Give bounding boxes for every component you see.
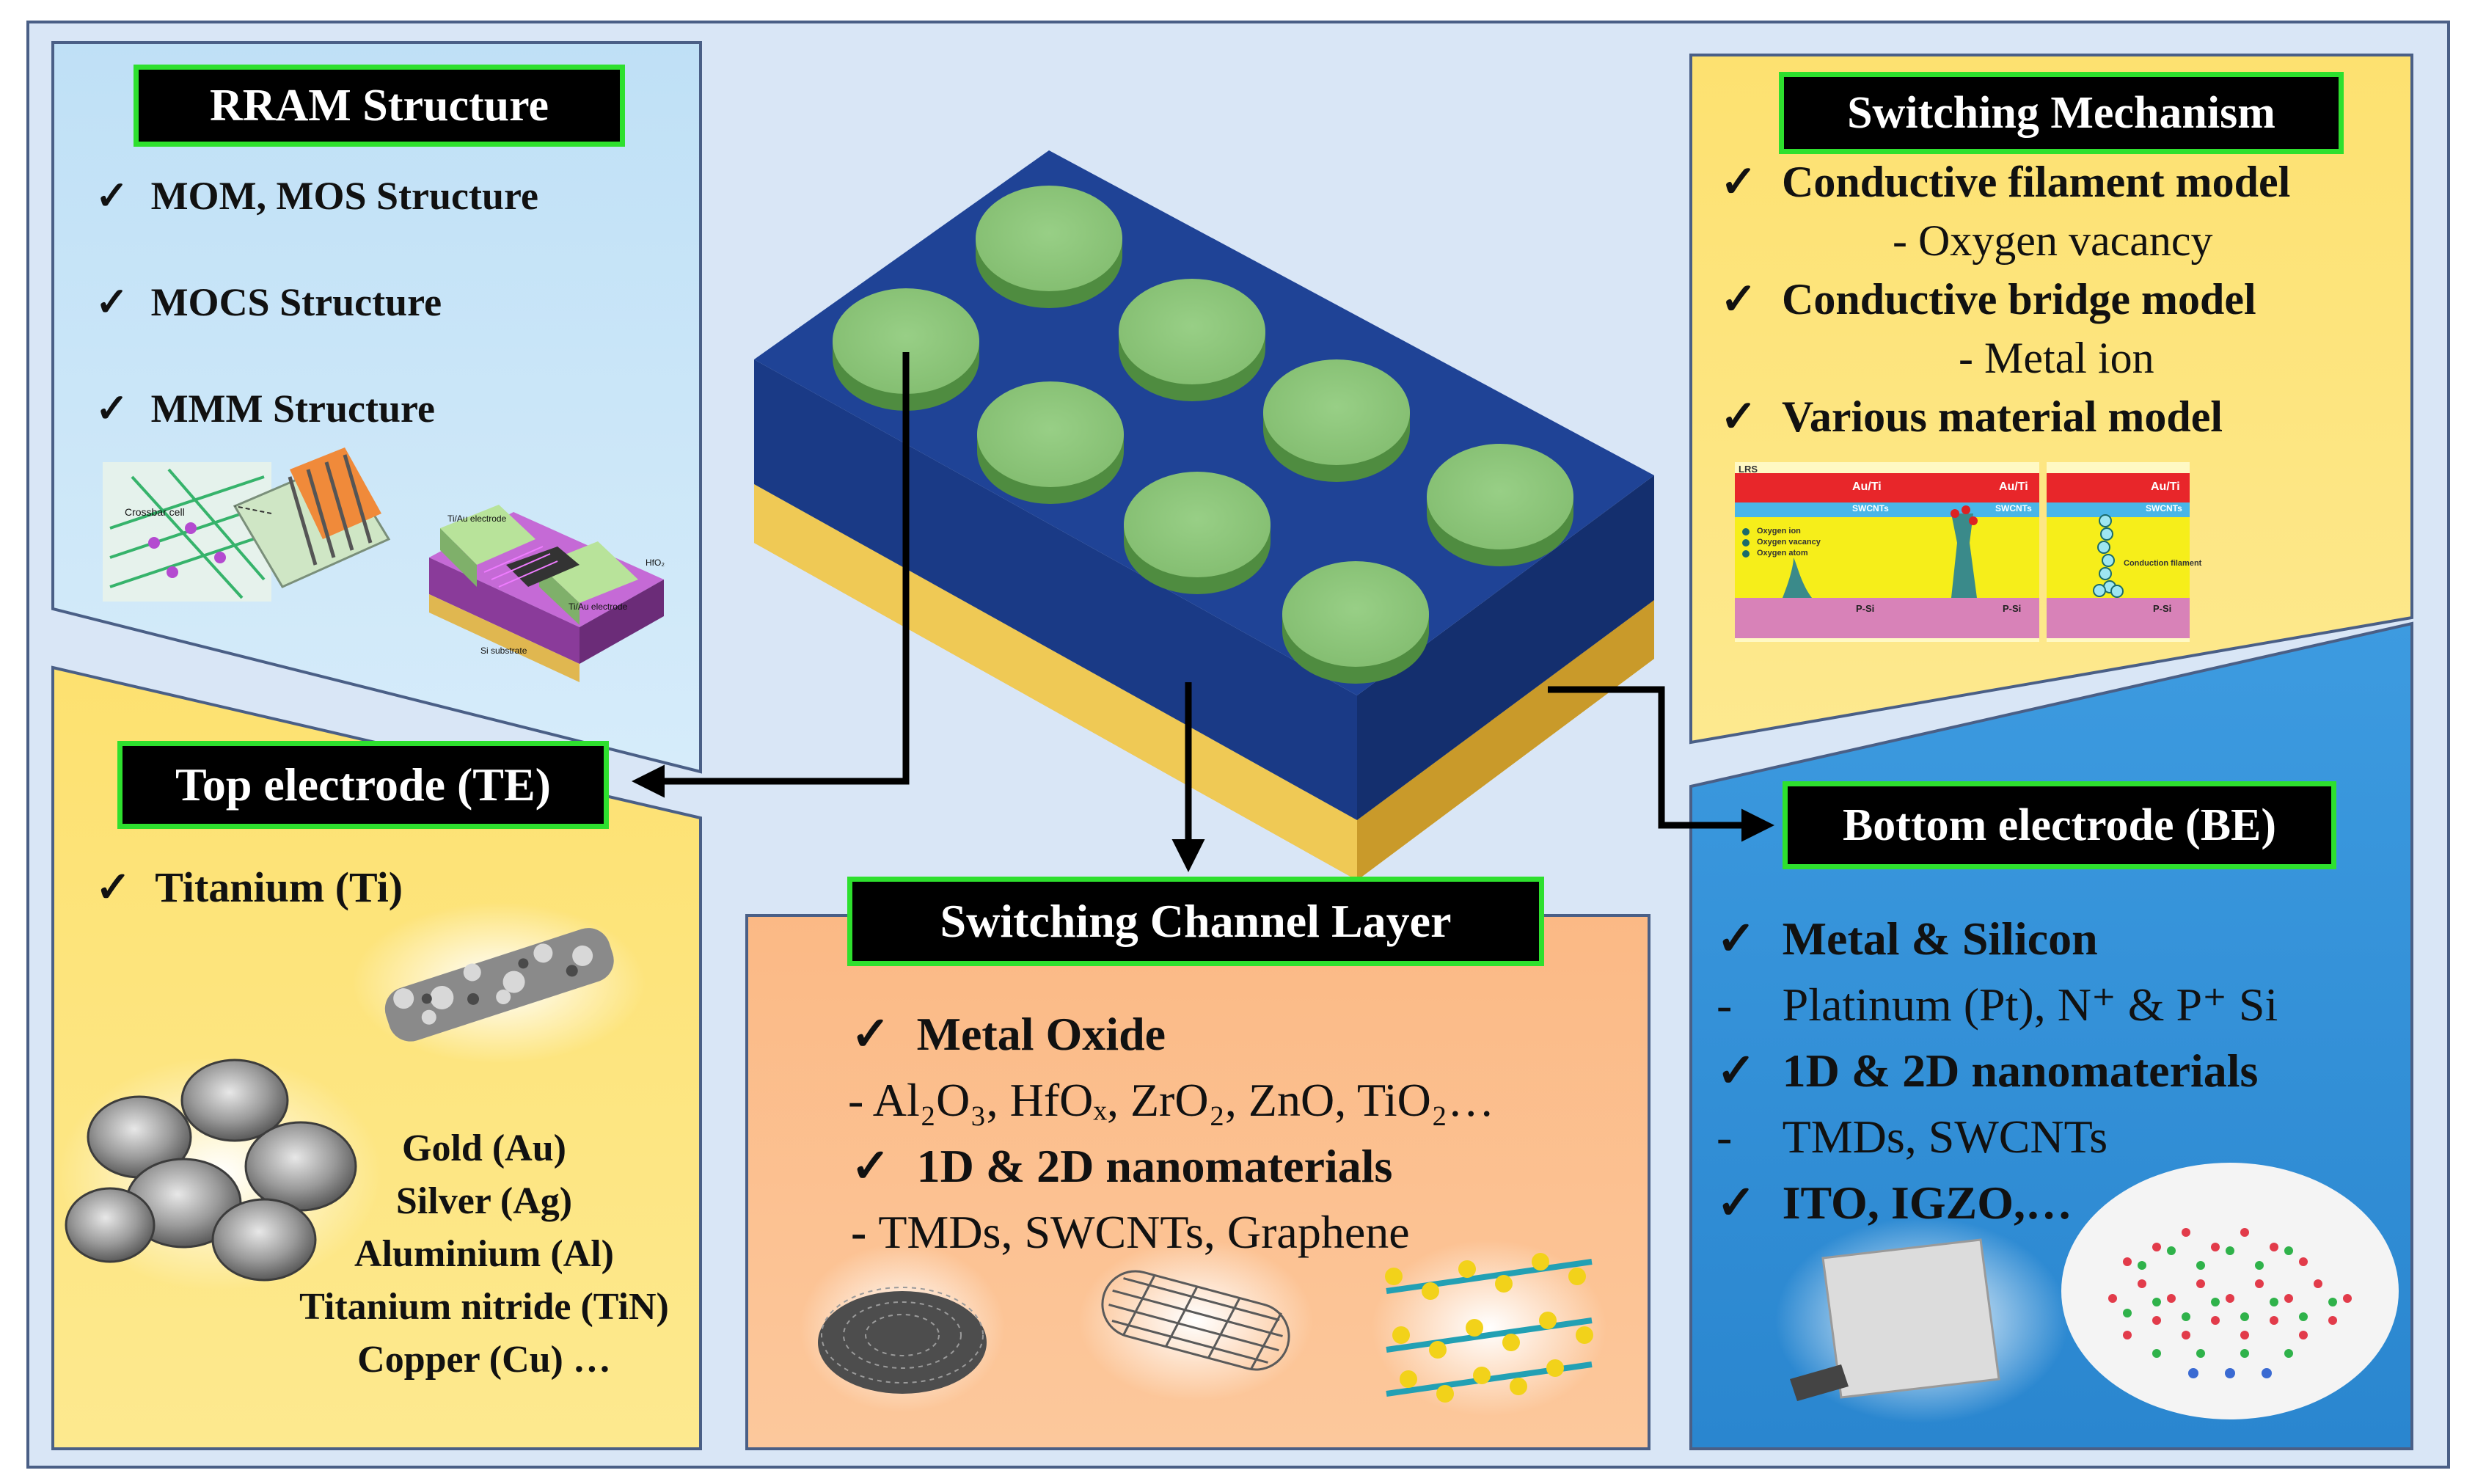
sm-figures xyxy=(1735,462,2190,642)
sm-corner-label: LRS xyxy=(1739,464,1758,475)
rram-item-mocs: ✓MOCS Structure xyxy=(95,280,442,324)
sm-various: ✓Various material model xyxy=(1720,392,2223,441)
sm-swcnt-label-2: SWCNTs xyxy=(1995,503,2032,513)
arrow-to-be xyxy=(1548,686,1774,842)
electrode-pads xyxy=(833,186,1573,684)
rram-structure-figure xyxy=(103,447,664,682)
sm-content: ✓Conductive filament model - Oxygen vaca… xyxy=(1720,153,2290,446)
te-title: Top electrode (TE) xyxy=(117,741,609,829)
rram-item-mom: ✓MOM, MOS Structure xyxy=(95,174,538,218)
scl-images xyxy=(800,1240,1606,1416)
label-tiau-2: Ti/Au electrode xyxy=(569,602,628,612)
te-material: Aluminium (Al) xyxy=(354,1233,614,1275)
te-titanium: ✓Titanium (Ti) xyxy=(95,863,403,911)
sm-figure-3 xyxy=(2047,462,2190,642)
be-metal-list: -Platinum (Pt), N⁺ & P⁺ Si xyxy=(1717,979,2278,1031)
te-material: Titanium nitride (TiN) xyxy=(299,1286,669,1328)
te-materials: Gold (Au) Silver (Ag) Aluminium (Al) Tit… xyxy=(264,1122,704,1386)
rram-device-3d xyxy=(754,150,1654,880)
be-content: ✓Metal & Silicon -Platinum (Pt), N⁺ & P⁺… xyxy=(1717,906,2278,1236)
te-images xyxy=(59,902,646,1291)
sm-legend-1: Oxygen ion xyxy=(1757,527,1801,536)
rram-item-mmm: ✓MMM Structure xyxy=(95,387,435,431)
sm-oxygen-vacancy: - Oxygen vacancy xyxy=(1893,216,2213,265)
sm-figure-2 xyxy=(1893,462,2039,642)
be-heading-ito: ✓ITO, IGZO,… xyxy=(1717,1177,2072,1229)
be-heading-metal: ✓Metal & Silicon xyxy=(1717,913,2098,965)
label-crossbar-cell: Crossbar cell xyxy=(125,506,185,518)
te-material: Copper (Cu) … xyxy=(357,1339,611,1381)
scl-nano-list: - TMDs, SWCNTs, Graphene xyxy=(851,1206,1410,1258)
scl-heading-metal-oxide: ✓Metal Oxide xyxy=(851,1008,1166,1060)
sm-conduction-note: Conduction filament xyxy=(2124,559,2202,568)
label-hfo2: HfO₂ xyxy=(646,558,665,568)
sm-psi-label-1: P-Si xyxy=(1856,603,1875,614)
sm-title: Switching Mechanism xyxy=(1779,72,2344,154)
be-heading-nano: ✓1D & 2D nanomaterials xyxy=(1717,1045,2259,1097)
sm-au-label-1: Au/Ti xyxy=(1852,480,1882,493)
arrow-to-te xyxy=(632,352,910,798)
scl-heading-nano: ✓1D & 2D nanomaterials xyxy=(851,1140,1393,1192)
sm-au-label-2: Au/Ti xyxy=(1999,480,2028,493)
sm-filament: ✓Conductive filament model xyxy=(1720,158,2291,206)
rram-title: RRAM Structure xyxy=(134,65,625,147)
sm-psi-label-3: P-Si xyxy=(2153,603,2172,614)
be-nano-list: -TMDs, SWCNTs xyxy=(1717,1111,2108,1163)
scl-content: ✓Metal Oxide - Al₂O₃, HfOₓ, ZrO₂, ZnO, T… xyxy=(848,1001,1495,1265)
label-si-substrate: Si substrate xyxy=(480,646,527,656)
sm-swcnt-label-1: SWCNTs xyxy=(1852,503,1889,513)
sm-swcnt-label-3: SWCNTs xyxy=(2146,503,2182,513)
te-material: Silver (Ag) xyxy=(395,1180,573,1222)
scl-title: Switching Channel Layer xyxy=(847,877,1544,966)
sm-legend-3: Oxygen atom xyxy=(1757,549,1808,558)
sm-bridge: ✓Conductive bridge model xyxy=(1720,275,2256,324)
scl-oxide-list: - Al₂O₃, HfOₓ, ZrO₂, ZnO, TiO₂… xyxy=(848,1074,1495,1126)
sm-au-label-3: Au/Ti xyxy=(2151,480,2180,493)
sm-metal-ion: - Metal ion xyxy=(1959,334,2154,382)
sm-legend-2: Oxygen vacancy xyxy=(1757,538,1821,547)
be-title: Bottom electrode (BE) xyxy=(1783,781,2336,869)
sm-psi-label-2: P-Si xyxy=(2003,603,2022,614)
be-images xyxy=(1775,1163,2399,1423)
te-material: Gold (Au) xyxy=(402,1127,566,1169)
label-tiau-1: Ti/Au electrode xyxy=(447,513,507,524)
connector-arrows xyxy=(632,352,1774,872)
sm-figure-1 xyxy=(1735,462,1893,642)
